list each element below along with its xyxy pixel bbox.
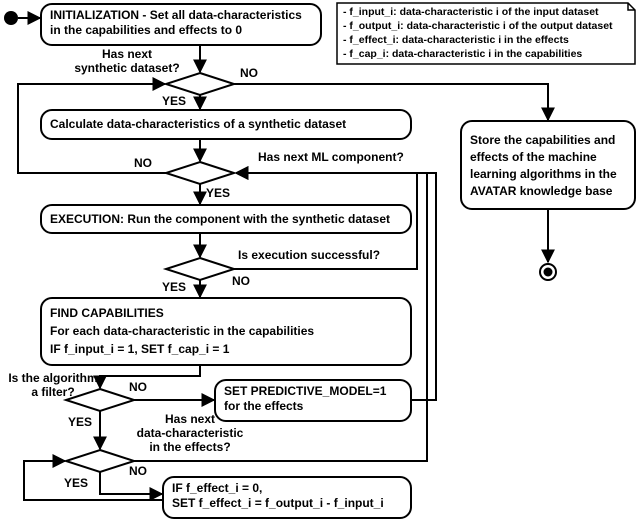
node-set-effect: IF f_effect_i = 0, SET f_effect_i = f_ou… xyxy=(162,476,412,519)
edge-effect-loop-d5 xyxy=(23,454,162,501)
edge-label-d2-no: NO xyxy=(134,156,152,170)
edge-label-d1-yes: YES xyxy=(162,94,187,108)
node-execution-line-1: EXECUTION: Run the component with the sy… xyxy=(50,212,391,226)
edge-label-d3-no: NO xyxy=(232,274,250,288)
node-find-capabilities-line-1: FIND CAPABILITIES xyxy=(50,306,164,320)
decision-has-next-characteristic-label-line-1: Has next xyxy=(164,412,216,426)
decision-is-filter-label-line-1: Is the algorithm xyxy=(8,371,98,385)
node-store-knowledge-base-line-3: learning algorithms in the xyxy=(470,167,617,181)
edge-label-d4-yes: YES xyxy=(68,415,93,429)
node-set-effect-line-1: IF f_effect_i = 0, xyxy=(172,481,263,495)
node-calculate-characteristics: Calculate data-characteristics of a synt… xyxy=(40,109,412,140)
legend-note-border xyxy=(336,2,636,65)
decision-execution-successful-label: Is execution successful? xyxy=(238,248,380,262)
legend-note: - f_input_i: data-characteristic i of th… xyxy=(337,3,635,64)
decision-execution-successful xyxy=(162,256,238,282)
decision-has-next-component-label-line-1: Has next ML component? xyxy=(258,150,404,164)
node-set-predictive-model-line-1: SET PREDICTIVE_MODEL=1 xyxy=(224,384,387,398)
decision-is-filter-label-line-2: a filter? xyxy=(31,385,75,399)
decision-has-next-characteristic-label: Has next data-characteristic in the effe… xyxy=(125,412,255,454)
edge-find-d4 xyxy=(93,366,201,390)
decision-has-next-component-label: Has next ML component? xyxy=(258,150,404,164)
decision-has-next-characteristic xyxy=(62,448,138,474)
end-node xyxy=(539,263,557,281)
decision-has-next-dataset xyxy=(162,71,238,97)
edge-label-d4-no: NO xyxy=(129,380,147,394)
legend-item-f-input: - f_input_i: data-characteristic i of th… xyxy=(343,6,599,18)
node-execution: EXECUTION: Run the component with the sy… xyxy=(40,204,412,234)
node-store-knowledge-base-line-2: effects of the machine xyxy=(470,150,597,164)
node-initialization: INITIALIZATION - Set all data-characteri… xyxy=(40,3,322,46)
node-find-capabilities: FIND CAPABILITIES For each data-characte… xyxy=(40,297,412,366)
decision-has-next-dataset-label-line-1: Has next xyxy=(101,47,153,61)
edge-label-d1-no: NO xyxy=(240,66,258,80)
edge-label-d2-yes: YES xyxy=(206,186,231,200)
legend-item-f-effect: - f_effect_i: data-characteristic i in t… xyxy=(343,34,569,46)
edge-d1-no-store xyxy=(234,83,555,122)
edge-label-d5-yes: YES xyxy=(64,476,89,490)
legend-note-fold xyxy=(627,3,635,11)
node-find-capabilities-line-3: IF f_input_i = 1, SET f_cap_i = 1 xyxy=(50,342,230,356)
decision-execution-successful-label-line-1: Is execution successful? xyxy=(238,248,381,262)
node-initialization-line-1: INITIALIZATION - Set all data-characteri… xyxy=(50,8,302,22)
decision-has-next-characteristic-label-line-3: in the effects? xyxy=(149,440,231,454)
edge-label-d3-yes: YES xyxy=(162,280,187,294)
edge-d5-yes-effect xyxy=(99,472,164,501)
edge-d5-no-loop-d2 xyxy=(134,166,428,462)
node-find-capabilities-line-2: For each data-characteristic in the capa… xyxy=(50,324,315,338)
node-initialization-line-2: in the capabilities and effects to 0 xyxy=(50,23,243,37)
node-set-effect-line-2: SET f_effect_i = f_output_i - f_input_i xyxy=(172,496,384,510)
edge-label-d5-no: NO xyxy=(129,464,147,478)
decision-has-next-component xyxy=(162,160,238,186)
legend-item-f-cap: - f_cap_i: data-characteristic i in the … xyxy=(343,48,583,60)
decision-has-next-dataset-label-line-2: synthetic dataset? xyxy=(74,61,180,75)
edge-d2-no-loop-d1 xyxy=(17,77,167,174)
decision-is-filter-label: Is the algorithm a filter? xyxy=(1,371,105,399)
node-store-knowledge-base-line-4: AVATAR knowledge base xyxy=(470,184,613,198)
node-store-knowledge-base: Store the capabilities and effects of th… xyxy=(460,120,636,210)
node-set-predictive-model: SET PREDICTIVE_MODEL=1 for the effects xyxy=(214,379,412,422)
start-node xyxy=(4,11,18,25)
decision-has-next-characteristic-label-line-2: data-characteristic xyxy=(136,426,244,440)
decision-has-next-dataset-label: Has next synthetic dataset? xyxy=(62,47,192,75)
node-calculate-characteristics-line-1: Calculate data-characteristics of a synt… xyxy=(50,117,347,131)
node-set-predictive-model-line-2: for the effects xyxy=(224,399,304,413)
node-store-knowledge-base-line-1: Store the capabilities and xyxy=(470,133,616,147)
legend-item-f-output: - f_output_i: data-characteristic i of t… xyxy=(343,20,613,32)
